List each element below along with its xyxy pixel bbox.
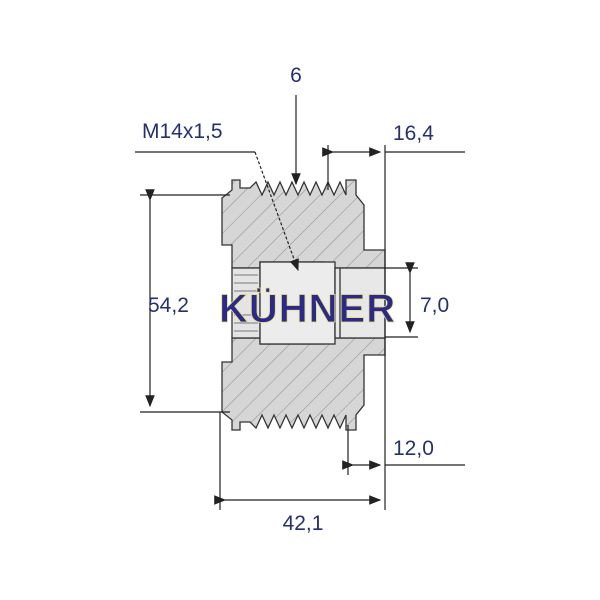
kuhner-logo: KÜHNER — [219, 286, 396, 331]
outer-diameter-label: 54,2 — [148, 294, 189, 317]
flange-offset-label: 12,0 — [393, 437, 434, 460]
thread-label: M14x1,5 — [142, 120, 223, 143]
dimension-lines — [135, 95, 465, 510]
pulley-body — [221, 179, 386, 431]
hub-length-label: 16,4 — [393, 122, 434, 145]
bore-diameter-label: 7,0 — [420, 294, 449, 317]
spline-lines — [234, 274, 258, 332]
grooves-label: 6 — [290, 64, 302, 87]
total-length-label: 42,1 — [283, 512, 324, 535]
